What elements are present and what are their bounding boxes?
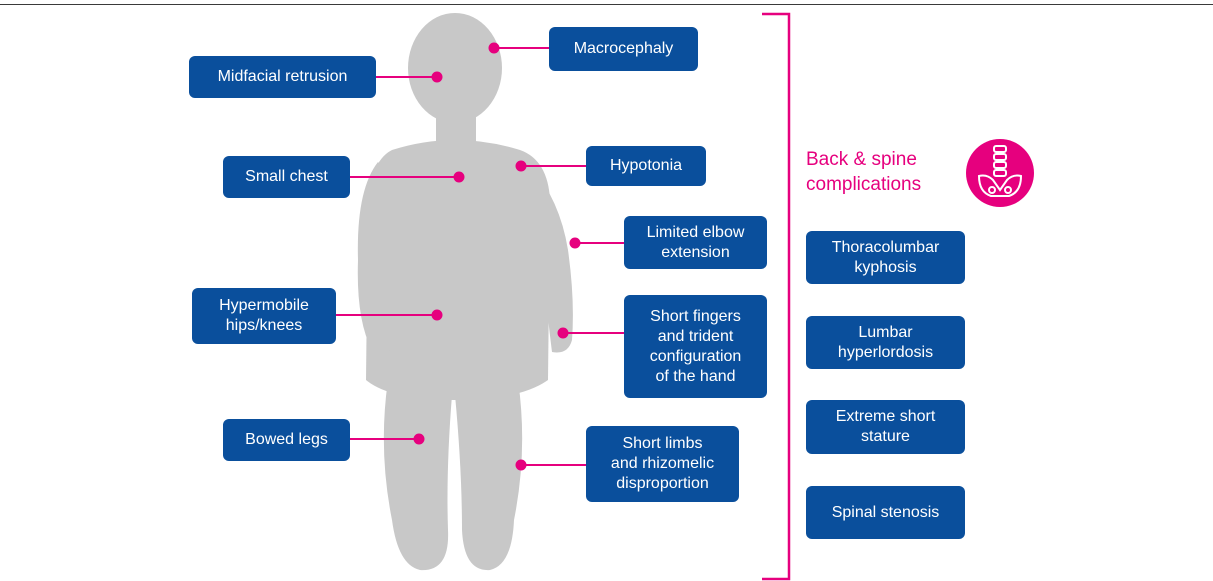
spine-pelvis-icon: [965, 138, 1035, 208]
spine-item-lumbar-hyperlordosis: Lumbar hyperlordosis: [806, 316, 965, 369]
child-silhouette: [358, 13, 573, 570]
label-midfacial-retrusion: Midfacial retrusion: [189, 56, 376, 98]
bracket: [762, 14, 789, 579]
label-limited-elbow-extension: Limited elbow extension: [624, 216, 767, 269]
spine-item-spinal-stenosis: Spinal stenosis: [806, 486, 965, 539]
spine-complications-title: Back & spine complications: [806, 147, 921, 197]
label-hypermobile-hips-knees: Hypermobile hips/knees: [192, 288, 336, 344]
label-hypotonia: Hypotonia: [586, 146, 706, 186]
label-bowed-legs: Bowed legs: [223, 419, 350, 461]
label-short-limbs: Short limbs and rhizomelic disproportion: [586, 426, 739, 502]
spine-item-thoracolumbar-kyphosis: Thoracolumbar kyphosis: [806, 231, 965, 284]
spine-item-extreme-short-stature: Extreme short stature: [806, 400, 965, 454]
label-macrocephaly: Macrocephaly: [549, 27, 698, 71]
label-small-chest: Small chest: [223, 156, 350, 198]
label-short-fingers: Short fingers and trident configuration …: [624, 295, 767, 398]
